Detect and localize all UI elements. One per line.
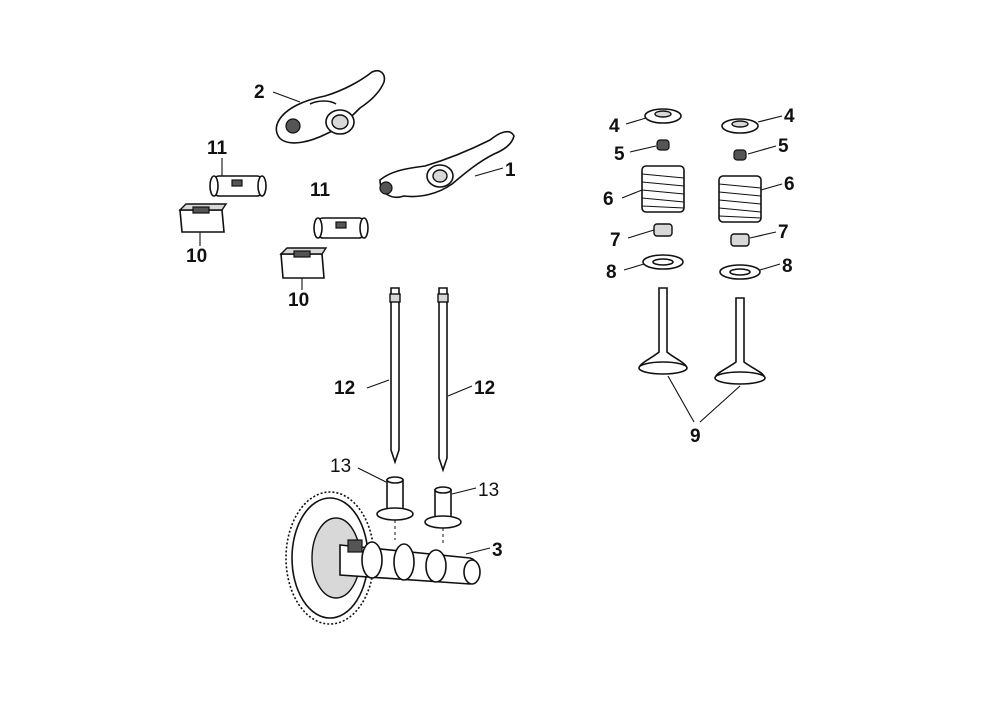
label-13-left: 13: [330, 456, 351, 477]
label-8-right: 8: [782, 256, 793, 277]
label-11-mid: 11: [310, 180, 331, 201]
label-10-left: 10: [186, 246, 207, 267]
label-5-left: 5: [614, 144, 625, 165]
label-6-left: 6: [603, 189, 614, 210]
pushrod-left: [389, 287, 401, 465]
pushrod-right: [437, 287, 449, 473]
tappet-right: [424, 486, 462, 529]
label-12-right: 12: [474, 378, 495, 399]
valve-assembly-left: [638, 108, 688, 375]
label-13-right: 13: [478, 480, 499, 501]
rocker-shaft-mid: [313, 217, 369, 239]
label-12-left: 12: [334, 378, 355, 399]
valve-assembly-right: [714, 118, 766, 385]
label-5-right: 5: [778, 136, 789, 157]
label-7-left: 7: [610, 230, 621, 251]
label-7-right: 7: [778, 222, 789, 243]
label-2: 2: [254, 82, 265, 103]
label-1: 1: [505, 160, 516, 181]
rocker-arm-2: [275, 69, 386, 144]
rocker-arm-1: [379, 130, 515, 198]
valve-spring-right: [718, 175, 762, 223]
label-6-right: 6: [784, 174, 795, 195]
rocker-shaft-left: [209, 175, 267, 197]
label-9: 9: [690, 426, 701, 447]
camshaft: [285, 491, 481, 625]
label-8-left: 8: [606, 262, 617, 283]
label-3: 3: [492, 540, 503, 561]
label-4-right: 4: [784, 106, 795, 127]
label-4-left: 4: [609, 116, 620, 137]
valve-spring-left: [641, 165, 685, 213]
label-10-mid: 10: [288, 290, 309, 311]
rocker-bracket-mid: [279, 247, 328, 279]
rocker-bracket-left: [178, 203, 228, 233]
tappet-left: [376, 476, 414, 521]
label-11-left: 11: [207, 138, 228, 159]
